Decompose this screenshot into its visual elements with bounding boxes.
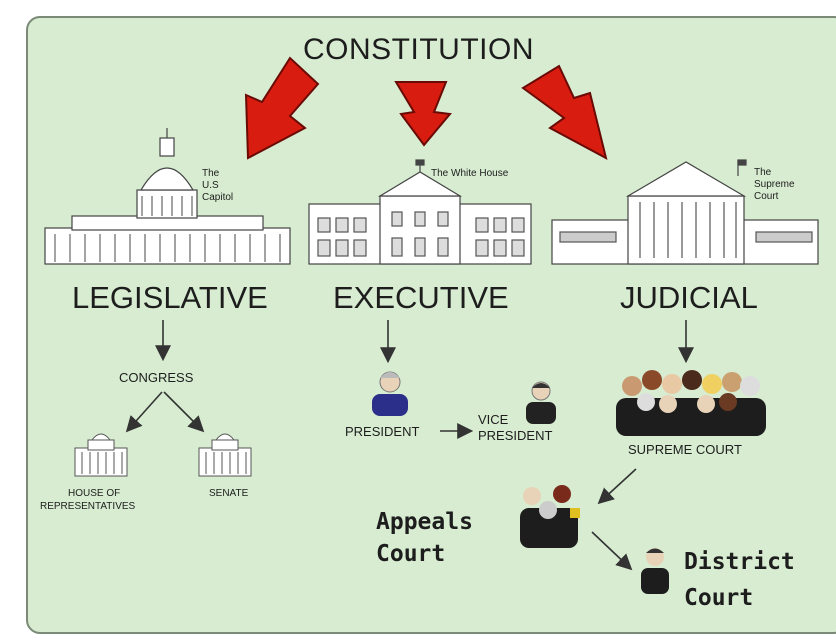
arrow-appeals-district	[591, 531, 633, 571]
appeals-judges-icon	[520, 485, 580, 548]
vice-president-label-line2: PRESIDENT	[478, 428, 553, 443]
white-house-caption: The White House	[431, 168, 509, 179]
connector-arrows	[125, 320, 694, 571]
constitution-title: CONSTITUTION	[303, 33, 534, 66]
house-label-line1: HOUSE OF	[68, 488, 121, 499]
president-label: PRESIDENT	[345, 424, 420, 439]
supreme-court-caption-line3: Court	[754, 191, 779, 202]
capitol-caption-line2: U.S	[202, 180, 219, 191]
arrow-congress-house	[125, 391, 163, 433]
vice-president-label-line1: VICE	[478, 412, 509, 427]
executive-label: EXECUTIVE	[333, 280, 509, 315]
supreme-court-caption-line1: The	[754, 167, 772, 178]
congress-label: CONGRESS	[119, 370, 194, 385]
appeals-court-label-line1: Appeals	[376, 509, 473, 535]
white-house-icon	[308, 159, 532, 265]
red-arrow-judicial	[521, 64, 608, 160]
senate-label: SENATE	[209, 488, 249, 499]
capitol-building-icon	[44, 128, 291, 265]
house-building-icon	[74, 433, 128, 477]
supreme-court-justices-icon	[616, 370, 766, 436]
president-figure-icon	[372, 371, 408, 416]
supreme-court-icon	[551, 159, 819, 265]
appeals-court-label-line2: Court	[376, 541, 446, 567]
capitol-caption-line1: The	[202, 168, 220, 179]
senate-building-icon	[198, 433, 252, 477]
red-arrow-legislative	[244, 56, 320, 160]
district-judge-icon	[641, 548, 669, 594]
supreme-court-caption-line2: Supreme	[754, 179, 795, 190]
judicial-label: JUDICIAL	[620, 280, 758, 315]
district-court-label-line1: District	[684, 549, 795, 575]
capitol-caption-line3: Capitol	[202, 192, 234, 203]
vice-president-figure-icon	[526, 381, 556, 424]
district-court-label-line2: Court	[684, 585, 754, 611]
arrow-congress-senate	[163, 391, 205, 433]
red-arrow-executive	[394, 81, 452, 147]
supreme-court-label: SUPREME COURT	[628, 442, 742, 457]
house-label-line2: REPRESENTATIVES	[40, 501, 136, 512]
arrow-supreme-appeals	[597, 468, 637, 505]
legislative-label: LEGISLATIVE	[72, 280, 268, 315]
